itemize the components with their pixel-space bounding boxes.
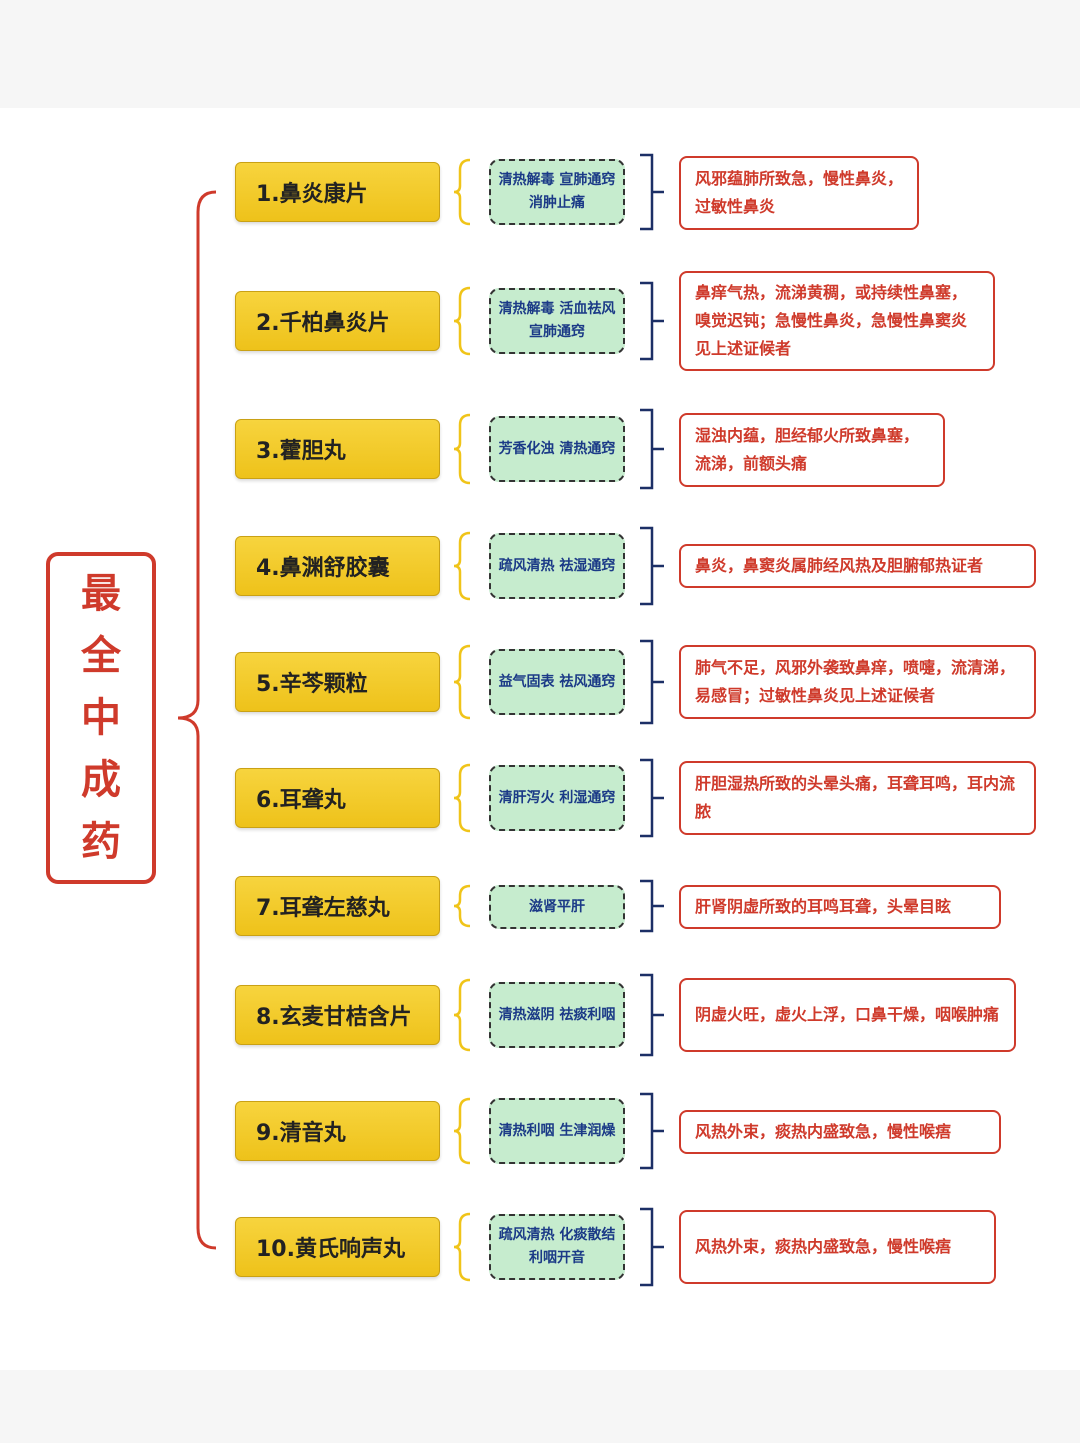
- bracket-right-6: [640, 758, 664, 838]
- indication-box-10: 风热外束，痰热内盛致急，慢性喉痦: [679, 1210, 996, 1284]
- medicine-box-4: 4.鼻渊舒胶囊: [235, 536, 440, 596]
- title-char-1: 最: [81, 571, 121, 617]
- brace-left-6: [453, 763, 471, 833]
- brace-left-5: [453, 644, 471, 720]
- medicine-box-9: 9.清音丸: [235, 1101, 440, 1161]
- indication-box-1: 风邪蕴肺所致急，慢性鼻炎，过敏性鼻炎: [679, 156, 919, 230]
- indication-box-5: 肺气不足，风邪外袭致鼻痒，喷嚏，流清涕，易感冒；过敏性鼻炎见上述证候者: [679, 645, 1036, 719]
- bracket-right-8: [640, 973, 664, 1057]
- brace-left-4: [453, 531, 471, 601]
- indication-box-3: 湿浊内蕴，胆经郁火所致鼻塞，流涕，前额头痛: [679, 413, 945, 487]
- bracket-right-3: [640, 408, 664, 490]
- effect-box-9: 清热利咽 生津润燥: [489, 1098, 625, 1164]
- medicine-box-8: 8.玄麦甘桔含片: [235, 985, 440, 1045]
- bracket-right-5: [640, 639, 664, 725]
- medicine-box-2: 2.千柏鼻炎片: [235, 291, 440, 351]
- effect-box-1: 清热解毒 宣肺通窍 消肿止痛: [489, 159, 625, 225]
- brace-left-2: [453, 286, 471, 356]
- indication-box-2: 鼻痒气热，流涕黄稠，或持续性鼻塞，嗅觉迟钝；急慢性鼻炎，急慢性鼻窦炎见上述证候者: [679, 271, 995, 371]
- title-box: 最 全 中 成 药: [46, 552, 156, 884]
- effect-box-7: 滋肾平肝: [489, 885, 625, 929]
- title-char-4: 成: [81, 757, 121, 803]
- medicine-box-1: 1.鼻炎康片: [235, 162, 440, 222]
- indication-box-6: 肝胆湿热所致的头晕头痛，耳聋耳鸣，耳内流脓: [679, 761, 1036, 835]
- effect-box-2: 清热解毒 活血祛风 宣肺通窍: [489, 288, 625, 354]
- effect-box-5: 益气固表 祛风通窍: [489, 649, 625, 715]
- bracket-right-9: [640, 1092, 664, 1170]
- effect-box-3: 芳香化浊 清热通窍: [489, 416, 625, 482]
- medicine-box-3: 3.藿胆丸: [235, 419, 440, 479]
- effect-box-4: 疏风清热 祛湿通窍: [489, 533, 625, 599]
- bracket-right-1: [640, 153, 664, 231]
- bracket-right-4: [640, 526, 664, 606]
- brace-left-1: [453, 158, 471, 226]
- effect-box-6: 清肝泻火 利湿通窍: [489, 765, 625, 831]
- brace-left-7: [453, 884, 471, 928]
- medicine-box-10: 10.黄氏响声丸: [235, 1217, 440, 1277]
- title-char-5: 药: [81, 819, 121, 865]
- indication-box-9: 风热外束，痰热内盛致急，慢性喉痦: [679, 1110, 1001, 1154]
- bracket-right-7: [640, 879, 664, 933]
- medicine-box-6: 6.耳聋丸: [235, 768, 440, 828]
- effect-box-10: 疏风清热 化痰散结 利咽开音: [489, 1214, 625, 1280]
- title-char-3: 中: [81, 695, 121, 741]
- indication-box-4: 鼻炎，鼻窦炎属肺经风热及胆腑郁热证者: [679, 544, 1036, 588]
- effect-box-8: 清热滋阴 祛痰利咽: [489, 982, 625, 1048]
- bracket-right-10: [640, 1207, 664, 1287]
- brace-left-8: [453, 978, 471, 1052]
- brace-left-10: [453, 1212, 471, 1282]
- brace-left-3: [453, 413, 471, 485]
- bracket-right-2: [640, 281, 664, 361]
- title-char-2: 全: [81, 633, 121, 679]
- brace-left-9: [453, 1097, 471, 1165]
- medicine-box-5: 5.辛芩颗粒: [235, 652, 440, 712]
- medicine-box-7: 7.耳聋左慈丸: [235, 876, 440, 936]
- indication-box-7: 肝肾阴虚所致的耳鸣耳聋，头晕目眩: [679, 885, 1001, 929]
- main-brace: [177, 190, 217, 1250]
- indication-box-8: 阴虚火旺，虚火上浮，口鼻干燥，咽喉肿痛: [679, 978, 1016, 1052]
